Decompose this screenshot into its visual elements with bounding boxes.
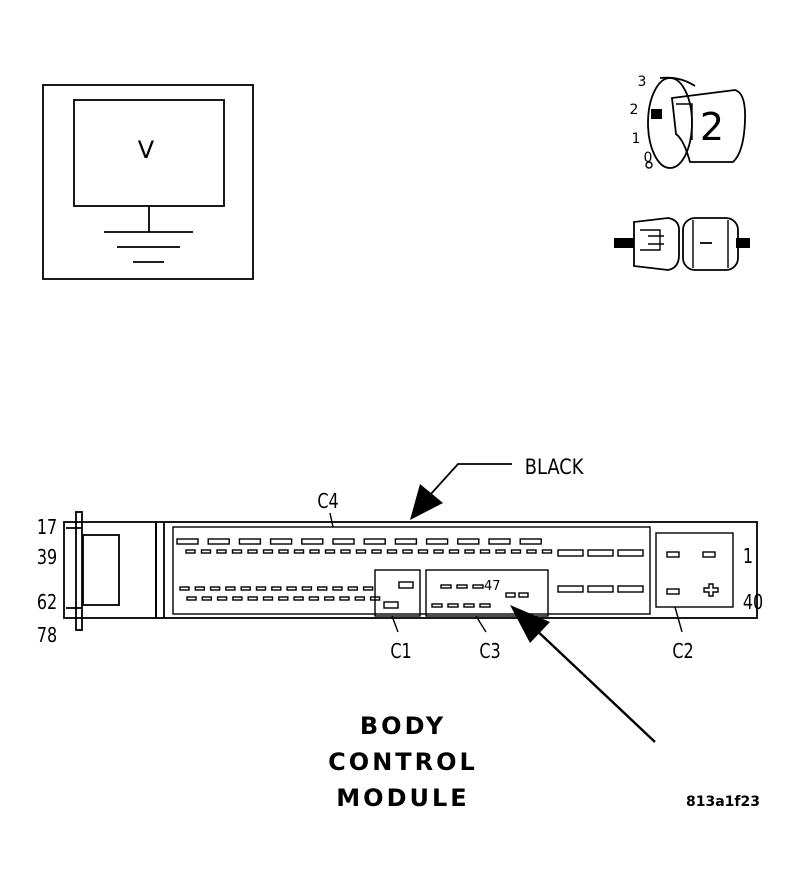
connector-cavity [510,549,522,554]
cavity-pointer-arrow [510,605,656,743]
connector-cavity [255,586,267,591]
ignition-position-1: 1 [632,131,641,147]
connector-cavity [293,549,305,554]
connector-cavity [301,538,324,545]
pin-62-label: 62 [37,591,57,614]
cavity-label: 47 [484,579,501,594]
connector-cavity [355,549,367,554]
connector-cavity [200,549,212,554]
module-title-line-2: CONTROL [328,748,478,776]
connector-cavity [176,538,199,545]
connector-cavity [541,549,553,554]
c1-label: C1 [390,640,411,663]
connector-cavity [286,586,297,591]
connector-cavity [347,586,358,591]
connector-cavity [216,596,228,601]
connector-cavity [479,549,491,554]
connector-cavity [216,549,227,554]
ignition-position-3: 3 [638,74,647,90]
connector-cavity [278,549,289,554]
plus-terminal-icon [703,583,719,597]
connector-cavity [186,596,197,601]
pin-78-label: 78 [37,624,57,647]
connector-c2 [655,532,734,608]
connector-cavity [225,586,236,591]
connector-cavity [394,538,418,545]
connector-cavity [402,549,413,554]
connector-cavity [308,596,320,601]
ignition-position-2: 2 [630,102,639,118]
c4-label: C4 [317,490,338,513]
connector-cavity [324,596,335,601]
connector-cavity [207,538,230,545]
connector-cavity [262,549,274,554]
ignition-position-0: 0 [644,150,653,166]
pin-39-label: 39 [37,546,57,569]
connector-cavity [340,549,351,554]
connector-cavity [425,538,449,545]
connector-cavity [339,596,350,601]
pin-40-label: 40 [743,591,763,614]
connector-cavity [309,549,320,554]
connector-cavity [185,549,196,554]
connector-cavity [194,586,206,591]
module-title-line-1: BODY [360,712,446,740]
connector-cavity [363,538,386,545]
connector-cavity [448,549,460,554]
connector-cavity [371,549,382,554]
connector-cavity [271,586,282,591]
connector-c1 [374,569,421,617]
key-number: 2 [700,105,724,149]
pin-1-label: 1 [743,545,753,568]
connector-cavity [247,549,258,554]
connector-cavity [179,586,190,591]
connector-cavity [495,549,506,554]
c2-label: C2 [672,640,693,663]
wire-color-callout: BLACK [410,455,585,520]
connector-cavity [526,549,537,554]
connector-cavity [332,586,343,591]
connector-cavity [433,549,444,554]
connector-cavity [278,596,289,601]
connector-cavity [324,549,336,554]
connector-cavity [417,549,429,554]
module-title-line-3: MODULE [336,784,469,812]
connector-c4 [172,526,651,615]
connector-cavity [247,596,258,601]
wire-color-label: BLACK [525,455,585,480]
connector-cavity [317,586,328,591]
connector-cavity [457,538,480,545]
meter-symbol: V [138,136,155,164]
connector-cavity [201,596,213,601]
connector-cavity [240,586,251,591]
connector-cavity [386,549,398,554]
connector-cavity [269,538,293,545]
connector-cavity [519,538,542,545]
connector-cavity [332,538,355,545]
voltmeter-icon: V [42,84,254,280]
pin-17-label: 17 [37,516,57,539]
connector-cavity [362,586,374,591]
connector-cavity [293,596,304,601]
connector-cavity [231,549,243,554]
ignition-key-icon: 3 2 1 0 2 [630,74,746,169]
connector-cavity [209,586,221,591]
connector-cavity [354,596,365,601]
body-control-module: 47 C4 C1 C3 C2 17 39 62 78 1 40 [37,490,763,663]
connector-cavity [488,538,511,545]
connector-cavity [301,586,313,591]
connector-cavity [464,549,475,554]
connector-cavity [238,538,262,545]
figure-code: 813a1f23 [686,794,760,810]
connector-cavity [232,596,243,601]
connector-cavity [262,596,274,601]
connector-c3 [425,569,549,617]
c3-label: C3 [479,640,500,663]
connector-pair-icon [614,217,750,271]
